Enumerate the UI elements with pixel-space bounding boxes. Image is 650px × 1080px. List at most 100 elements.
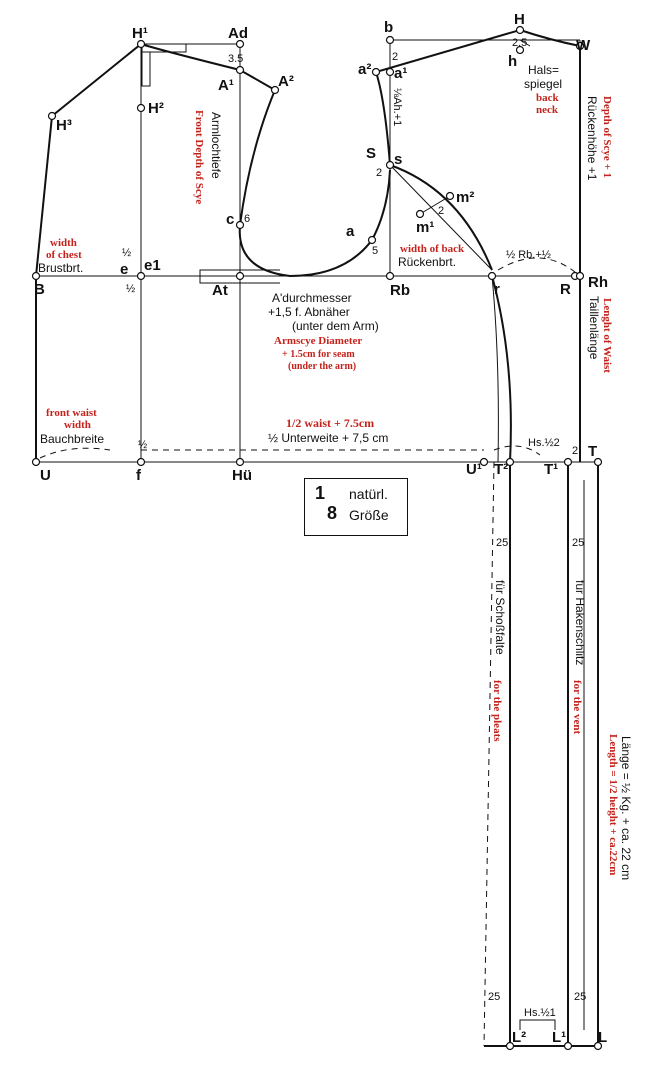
node-h	[515, 45, 525, 55]
text-hals-1: Hals=	[528, 63, 559, 77]
node-s	[385, 160, 395, 170]
label-Hu: Hü	[232, 467, 252, 484]
num-25-c: 25	[488, 991, 500, 1003]
num-2-t: 2	[572, 445, 578, 457]
text-width-back: width of back	[400, 243, 465, 255]
node-U	[31, 457, 41, 467]
text-length: Length = 1/2 height + ca.22cm	[607, 734, 619, 875]
label-B: B	[34, 281, 45, 298]
text-armscye: Armscye Diameter	[274, 335, 362, 347]
num-half-2: ½	[126, 283, 135, 295]
label-h: h	[508, 53, 517, 70]
front-edge-upper	[35, 115, 53, 277]
left-dashed-arc	[39, 447, 111, 459]
scale-fraction-top: 1	[315, 483, 326, 503]
text-front-waist-1: front waist	[46, 407, 97, 419]
num-5: 5	[372, 245, 378, 257]
label-m1: m¹	[416, 219, 434, 236]
text-hs2: Hs.½2	[528, 437, 560, 449]
text-front-waist-2: width	[64, 419, 91, 431]
pattern-outline	[35, 28, 599, 1047]
text-taillen: Taillenlänge	[587, 296, 601, 360]
label-H1: H¹	[132, 25, 148, 42]
num-2-5-top: 2.5	[512, 37, 527, 49]
label-e1: e1	[144, 257, 161, 274]
label-m2: m²	[456, 189, 474, 206]
node-c	[235, 220, 245, 230]
text-width-chest-2: of chest	[46, 249, 82, 261]
node-A1	[235, 65, 245, 75]
text-rueckenbrt: Rückenbrt.	[398, 255, 456, 269]
label-U1: U¹	[466, 461, 482, 478]
label-f: f	[136, 467, 142, 484]
text-hals-2: spiegel	[524, 77, 562, 91]
node-Hu	[235, 457, 245, 467]
num-6: 6	[244, 213, 250, 225]
hatch-box-1	[141, 43, 187, 53]
scale-fraction-bottom: 8	[327, 503, 338, 523]
label-A2: A²	[278, 73, 294, 90]
front-armhole-curve	[140, 43, 391, 278]
node-m1	[415, 209, 425, 219]
label-T1: T¹	[544, 461, 558, 478]
num-25-d: 25	[574, 991, 586, 1003]
label-r: r	[494, 281, 500, 298]
text-laenge: Länge = ½ Kg. + ca. 22 cm	[619, 736, 633, 880]
label-L: L	[598, 1029, 607, 1046]
pleat-dashed-line	[483, 461, 495, 1047]
text-vent: for the vent	[571, 680, 583, 735]
measure-numbers: 3.5 6 2 5 2 2 2.5 ½ ½ ½ 2 25 25 25 25	[122, 37, 586, 1003]
text-armlochtiefe: Armlochtiefe	[209, 112, 223, 179]
text-unterweite: ½ Unterweite + 7,5 cm	[268, 431, 388, 445]
label-Rh: Rh	[588, 274, 608, 291]
front-neck-line	[51, 43, 142, 117]
node-W	[575, 41, 585, 51]
text-hs1: Hs.½1	[524, 1007, 556, 1019]
node-a1	[385, 67, 395, 77]
text-front-depth: Front Depth of Scye	[193, 110, 205, 204]
label-H3: H³	[56, 117, 72, 134]
back-armhole-upper	[375, 71, 391, 166]
num-half-1: ½	[122, 247, 131, 259]
num-half-3: ½	[138, 439, 147, 451]
label-Rb: Rb	[390, 282, 410, 299]
scale-word-2: Größe	[349, 507, 389, 523]
text-abnaeher: +1,5 f. Abnäher	[268, 305, 350, 319]
text-ah: ⅛Ah.+1	[391, 88, 403, 126]
label-R: R	[560, 281, 571, 298]
node-B	[31, 271, 41, 281]
node-H1	[136, 39, 146, 49]
node-A2	[270, 85, 280, 95]
label-s: s	[394, 151, 402, 168]
text-waist-length: Lenght of Waist	[601, 298, 613, 373]
text-seam-1: + 1.5cm for seam	[282, 349, 355, 360]
node-T2	[505, 457, 515, 467]
text-schoss: für Schoßfalte	[493, 580, 507, 655]
node-H	[515, 25, 525, 35]
label-Ad: Ad	[228, 25, 248, 42]
label-A1: A¹	[218, 77, 234, 94]
label-At: At	[212, 282, 228, 299]
text-seam-2: (under the arm)	[288, 361, 356, 372]
text-pleats: for the pleats	[491, 680, 503, 742]
num-2-m: 2	[438, 205, 444, 217]
text-bauch: Bauchbreite	[40, 432, 104, 446]
text-haken: für Hakenschlitz	[573, 580, 587, 665]
label-T2: T²	[494, 461, 508, 478]
scale-word-1: natürl.	[349, 486, 388, 502]
label-W: W	[576, 37, 591, 54]
node-H2	[136, 103, 146, 113]
point-markers	[31, 25, 603, 1051]
english-annotations: Front Depth of Scye back neck Depth of S…	[46, 92, 619, 875]
num-25-b: 25	[572, 537, 584, 549]
hatch-box-2	[141, 51, 151, 87]
num-2-a: 2	[392, 51, 398, 63]
node-At	[235, 271, 245, 281]
text-unterarm: (unter dem Arm)	[292, 319, 379, 333]
node-Rb	[385, 271, 395, 281]
german-annotations: Armlochtiefe ⅛Ah.+1 Hals= spiegel Rücken…	[38, 63, 633, 1019]
back-side-seam-upper	[389, 164, 493, 271]
label-L1: L¹	[552, 1029, 566, 1046]
label-a: a	[346, 223, 355, 240]
